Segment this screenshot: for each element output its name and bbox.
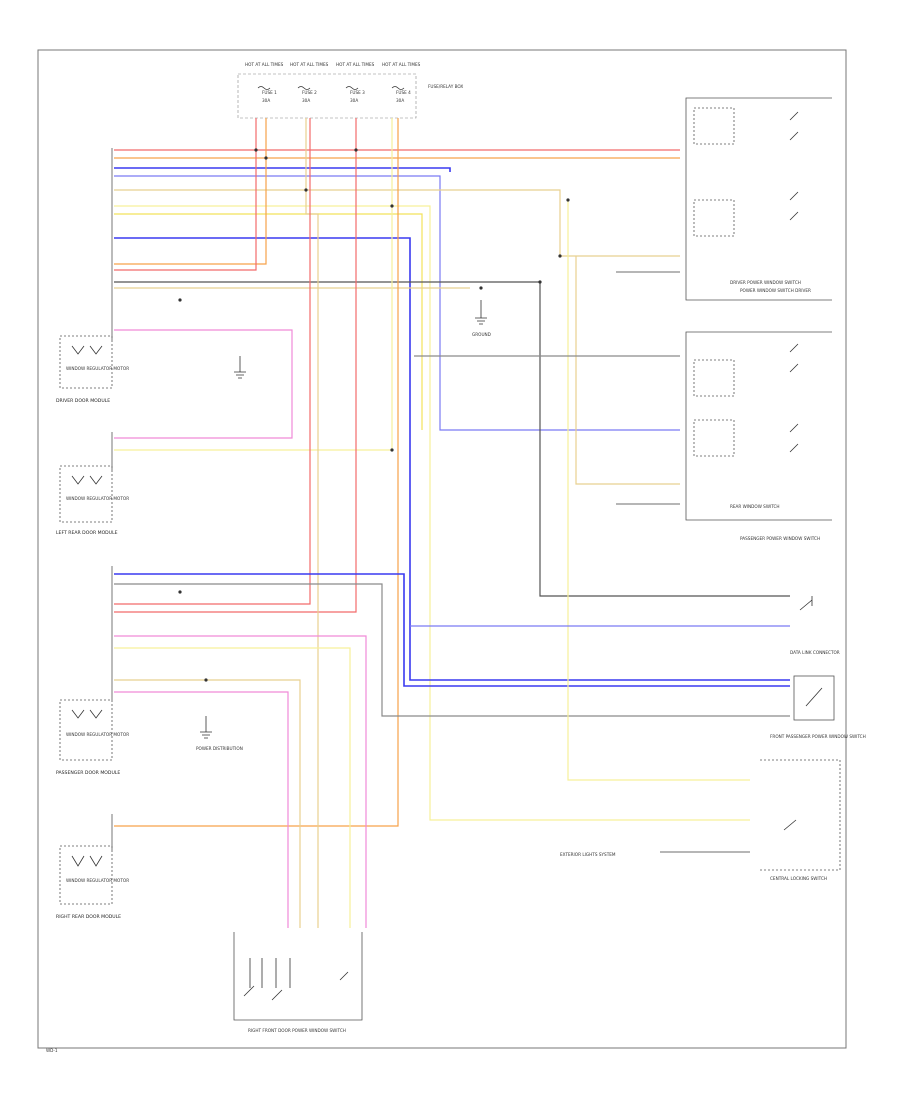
- fuse-1-amps: 30A: [262, 98, 270, 103]
- left-rear-door-module: WINDOW REGULATOR MOTOR LEFT REAR DOOR MO…: [56, 432, 129, 536]
- wire-blue-18: [114, 573, 790, 687]
- passenger-motor-label: WINDOW REGULATOR MOTOR: [66, 732, 129, 737]
- wire-lightyellow-24: [567, 200, 750, 781]
- splice-dot-0: [254, 148, 258, 152]
- fuse-4-amps: 30A: [396, 98, 404, 103]
- right-rear-motor-label: WINDOW REGULATOR MOTOR: [66, 878, 129, 883]
- splice-dot-4: [390, 204, 394, 208]
- wire-lightyellow-21: [114, 647, 351, 928]
- front-pass-switch-label: FRONT PASSENGER POWER WINDOW SWITCH: [770, 734, 866, 739]
- driver-window-motor-label: WINDOW REGULATOR MOTOR: [66, 366, 129, 371]
- pass-window-switch-label: PASSENGER POWER WINDOW SWITCH: [740, 536, 820, 541]
- wire-red-17: [114, 118, 311, 605]
- ground-label-2: POWER DISTRIBUTION: [196, 746, 243, 751]
- front-passenger-switch: FRONT PASSENGER POWER WINDOW SWITCH: [770, 675, 866, 739]
- splice-dot-5: [479, 286, 483, 290]
- wire-pink-23: [114, 691, 289, 928]
- wire-pink-12: [114, 329, 293, 439]
- left-rear-module-label: LEFT REAR DOOR MODULE: [56, 530, 118, 536]
- driver-ajar-switch: DATA LINK CONNECTOR: [790, 596, 840, 655]
- driver-door-module-label: DRIVER DOOR MODULE: [56, 398, 110, 404]
- wire-lightblue-3: [114, 175, 680, 431]
- splice-dot-10: [178, 590, 182, 594]
- splice-dot-11: [204, 678, 208, 682]
- wire-orange-15: [114, 118, 399, 827]
- central-locking-switch: CENTRAL LOCKING SWITCH: [760, 759, 841, 881]
- splice-dot-8: [566, 198, 570, 202]
- splice-dot-7: [558, 254, 562, 258]
- wire-yellow-6: [114, 213, 423, 430]
- wire-tan-25: [575, 256, 680, 485]
- fuse-2-amps: 30A: [302, 98, 310, 103]
- splice-dot-9: [178, 298, 182, 302]
- fuse-2-label: HOT AT ALL TIMES: [290, 62, 329, 67]
- fuse-3-name: FUSE 3: [350, 90, 365, 95]
- splice-dot-3: [354, 148, 358, 152]
- driver-window-switch-label: DRIVER POWER WINDOW SWITCH: [730, 280, 801, 285]
- right-rear-door-module: WINDOW REGULATOR MOTOR RIGHT REAR DOOR M…: [56, 814, 129, 920]
- fuse-1: HOT AT ALL TIMES FUSE 1 30A: [245, 62, 284, 103]
- ground-symbols: GROUND POWER DISTRIBUTION: [196, 300, 491, 751]
- rear-window-switch-box: REAR WINDOW SWITCH PASSENGER POWER WINDO…: [685, 331, 832, 541]
- wire-blue-2: [114, 167, 451, 172]
- passenger-door-module: WINDOW REGULATOR MOTOR PASSENGER DOOR MO…: [56, 566, 129, 776]
- wire-tan-4: [114, 189, 680, 257]
- reference-code: WD-1: [46, 1048, 58, 1053]
- driver-window-switch-box: DRIVER POWER WINDOW SWITCH POWER WINDOW …: [685, 97, 832, 301]
- wire-lightyellow-5: [114, 205, 750, 821]
- splice-dot-2: [304, 188, 308, 192]
- window-switch-driver-label: POWER WINDOW SWITCH DRIVER: [740, 288, 811, 293]
- fuse-3-amps: 30A: [350, 98, 358, 103]
- central-locking-label: CENTRAL LOCKING SWITCH: [770, 876, 827, 881]
- fuse-block: HOT AT ALL TIMES FUSE 1 30A HOT AT ALL T…: [237, 62, 463, 119]
- fuse-4-name: FUSE 4: [396, 90, 411, 95]
- wire-red-9: [114, 118, 257, 271]
- wire-red-14: [114, 118, 357, 613]
- driver-ajar-label: DATA LINK CONNECTOR: [790, 650, 840, 655]
- wire-layer: [114, 118, 790, 928]
- fuse-4-label: HOT AT ALL TIMES: [382, 62, 421, 67]
- fuse-3: HOT AT ALL TIMES FUSE 3 30A: [336, 62, 375, 103]
- diagram-frame: [37, 49, 847, 1049]
- splice-dot-1: [264, 156, 268, 160]
- exterior-lights-label: EXTERIOR LIGHTS SYSTEM: [560, 852, 616, 857]
- right-rear-module-label: RIGHT REAR DOOR MODULE: [56, 914, 121, 920]
- left-rear-motor-label: WINDOW REGULATOR MOTOR: [66, 496, 129, 501]
- fuse-4: HOT AT ALL TIMES FUSE 4 30A: [382, 62, 421, 103]
- wire-darkgray-10: [114, 281, 790, 597]
- wire-blue-7: [114, 237, 790, 681]
- exterior-lights-ref: EXTERIOR LIGHTS SYSTEM: [560, 852, 616, 857]
- passenger-module-label: PASSENGER DOOR MODULE: [56, 770, 120, 776]
- fuse-1-label: HOT AT ALL TIMES: [245, 62, 284, 67]
- rear-door-switch-box: RIGHT FRONT DOOR POWER WINDOW SWITCH: [233, 932, 363, 1033]
- wire-gray-19: [114, 583, 790, 717]
- wire-tan-22: [114, 679, 301, 928]
- wire-orange-8: [114, 118, 267, 265]
- rear-window-switch-label: REAR WINDOW SWITCH: [730, 504, 780, 509]
- wire-pink-20: [114, 635, 367, 928]
- fuse-2-name: FUSE 2: [302, 90, 317, 95]
- wire-tan-16: [305, 118, 319, 928]
- fuse-1-name: FUSE 1: [262, 90, 277, 95]
- ground-label-1: GROUND: [472, 332, 491, 337]
- rear-door-switch-label: RIGHT FRONT DOOR POWER WINDOW SWITCH: [248, 1028, 346, 1033]
- fuse-box-label: FUSE/RELAY BOX: [428, 84, 463, 89]
- driver-door-module: WINDOW REGULATOR MOTOR DRIVER DOOR MODUL…: [56, 148, 129, 404]
- splice-dot-6: [538, 280, 542, 284]
- fuse-2: HOT AT ALL TIMES FUSE 2 30A: [290, 62, 329, 103]
- splice-dot-12: [390, 448, 394, 452]
- fuse-3-label: HOT AT ALL TIMES: [336, 62, 375, 67]
